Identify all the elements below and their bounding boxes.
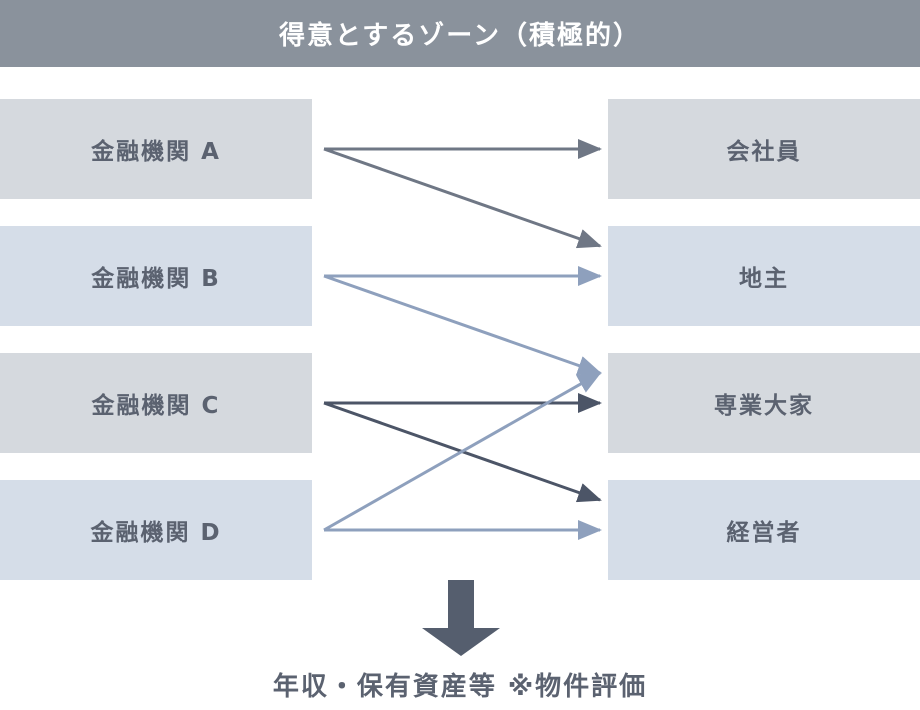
borrower-box-employee: 会社員 [608, 99, 920, 199]
diagram-title: 得意とするゾーン（積極的） [279, 21, 641, 51]
borrower-box-landlord: 専業大家 [608, 353, 920, 453]
arrow-d-to-2 [323, 371, 602, 532]
lender-label-c: 金融機関 C [91, 393, 221, 419]
lender-box-d: 金融機関 D [0, 480, 312, 580]
lender-box-c: 金融機関 C [0, 353, 312, 453]
diagram-title-bar: 得意とするゾーン（積極的） [0, 0, 920, 67]
down-arrow-icon [422, 580, 500, 656]
lender-box-b: 金融機関 B [0, 226, 312, 326]
borrower-label-landowner: 地主 [739, 266, 789, 292]
lender-label-d: 金融機関 D [90, 520, 222, 546]
outcome-label: 年収・保有資産等 ※物件評価 [272, 672, 648, 702]
borrower-box-business-owner: 経営者 [608, 480, 920, 580]
borrower-label-business-owner: 経営者 [726, 520, 802, 546]
borrower-label-landlord: 専業大家 [714, 393, 814, 419]
arrow-b-to-2 [323, 274, 602, 376]
arrow-a-to-1 [323, 147, 602, 249]
borrower-box-landowner: 地主 [608, 226, 920, 326]
lender-label-a: 金融機関 A [91, 139, 221, 165]
lender-label-b: 金融機関 B [91, 266, 221, 292]
lender-box-a: 金融機関 A [0, 99, 312, 199]
borrower-label-employee: 会社員 [726, 139, 802, 165]
